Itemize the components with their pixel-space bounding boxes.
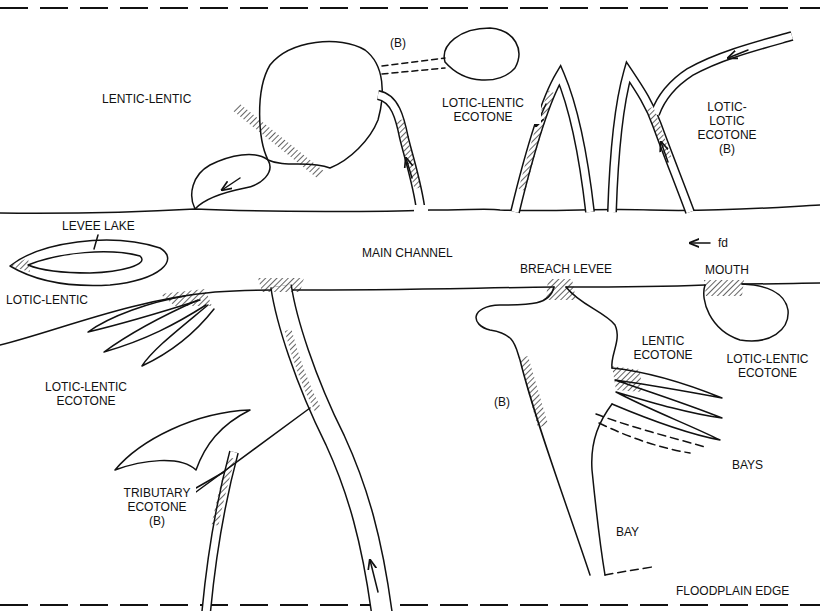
- region-label: LOTIC-LENTIC ECOTONE: [28, 380, 144, 408]
- bay-outline: [104, 300, 206, 352]
- leader-line: [196, 408, 310, 492]
- dashed-connection: [382, 58, 445, 74]
- channel-bank: [0, 290, 274, 345]
- region-label: fd: [716, 236, 730, 250]
- ecotone-hatch: [612, 366, 642, 392]
- flow-direction-arrow: [690, 242, 710, 244]
- channel-water: [206, 36, 792, 611]
- ecotone-hatch: [288, 330, 318, 410]
- region-label: (B): [492, 395, 512, 409]
- flow-arrow: [370, 560, 378, 592]
- ecotone-hatch: [232, 104, 325, 178]
- region-label: MOUTH: [703, 263, 751, 277]
- lake-outline: [192, 155, 270, 209]
- region-label: LOTIC-LOTIC ECOTONE (B): [688, 100, 766, 156]
- ecotone-hatch: [400, 120, 418, 188]
- ecotone-bands: [215, 92, 668, 525]
- crevasse-outline: [476, 287, 590, 575]
- levee-outline: [10, 240, 168, 285]
- lake-outline: [260, 42, 383, 168]
- region-label: (B): [388, 36, 408, 50]
- ecotone-hatch: [10, 258, 30, 272]
- flow-arrow: [222, 178, 240, 190]
- region-label: FLOODPLAIN EDGE: [674, 584, 791, 598]
- region-label: LOTIC-LENTIC ECOTONE: [425, 96, 541, 124]
- channel-bank: [290, 287, 554, 290]
- dashed-bay: [596, 414, 705, 453]
- region-label: TRIBUTARY ECOTONE (B): [118, 486, 196, 528]
- region-label: LEVEE LAKE: [60, 219, 137, 233]
- region-label: LOTIC-LENTIC: [4, 293, 90, 307]
- flow-arrow: [661, 142, 668, 162]
- region-label: LOTIC-LENTIC ECOTONE: [718, 352, 817, 380]
- levee-lake-outline: [28, 252, 142, 273]
- tributary-channel: [206, 452, 234, 611]
- lake-outline: [444, 28, 519, 80]
- ecotone-hatch: [650, 108, 668, 158]
- tributary-channel: [281, 286, 382, 611]
- channel-edges: [206, 36, 792, 611]
- side-channel: [378, 95, 421, 212]
- bay-outline: [142, 305, 214, 366]
- breach-hatch: [546, 279, 576, 300]
- flow-arrows: [222, 50, 748, 592]
- leader-line: [94, 235, 98, 249]
- tributary-channel: [281, 286, 382, 611]
- region-label: LENTIC ECOTONE: [628, 334, 698, 362]
- floodplain-edge-line: [0, 7, 820, 9]
- bay-outline: [592, 404, 612, 575]
- side-channel: [612, 72, 690, 212]
- tributary-channel: [206, 452, 234, 611]
- dashed-bay: [605, 567, 652, 575]
- flow-arrow: [406, 158, 412, 178]
- flow-arrow: [728, 50, 748, 58]
- region-label: MAIN CHANNEL: [360, 246, 455, 260]
- floodplain-edge-line: [0, 604, 820, 606]
- side-channel: [378, 95, 421, 212]
- channel-bank: [566, 285, 705, 287]
- channel-bank: [0, 205, 820, 213]
- tributary-mouth-hatch: [258, 278, 304, 292]
- ecotone-hatch: [519, 356, 548, 428]
- region-label: BREACH LEVEE: [518, 262, 614, 276]
- side-channel: [612, 72, 690, 212]
- region-label: BAY: [614, 525, 641, 539]
- channel-opening: [414, 205, 428, 215]
- region-label: LENTIC-LENTIC: [100, 92, 193, 106]
- channel-bank: [742, 283, 820, 284]
- region-label: BAYS: [730, 458, 765, 472]
- mouth-hatch: [704, 280, 744, 296]
- ecotone-hatch: [160, 289, 212, 306]
